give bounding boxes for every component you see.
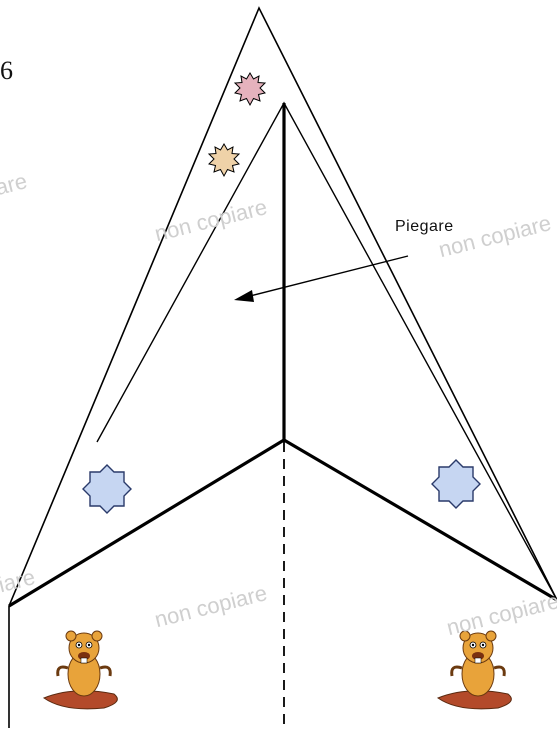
fold-arrow: [245, 255, 409, 298]
beaver-icon-left: [42, 630, 118, 710]
outer-outline: [8, 6, 557, 728]
inner-fold-lines: [96, 101, 557, 601]
step-number: 6: [0, 56, 13, 85]
blue-star-icon-right: [431, 459, 481, 509]
beige-burst-icon: [207, 143, 241, 178]
blue-star-icon-left: [82, 464, 132, 514]
pink-burst-icon: [233, 72, 267, 107]
fold-arrowhead: [234, 290, 254, 302]
bold-v-fold: [8, 438, 557, 608]
fold-instruction-label: Piegare: [395, 218, 454, 235]
beaver-icon-right: [436, 630, 512, 710]
